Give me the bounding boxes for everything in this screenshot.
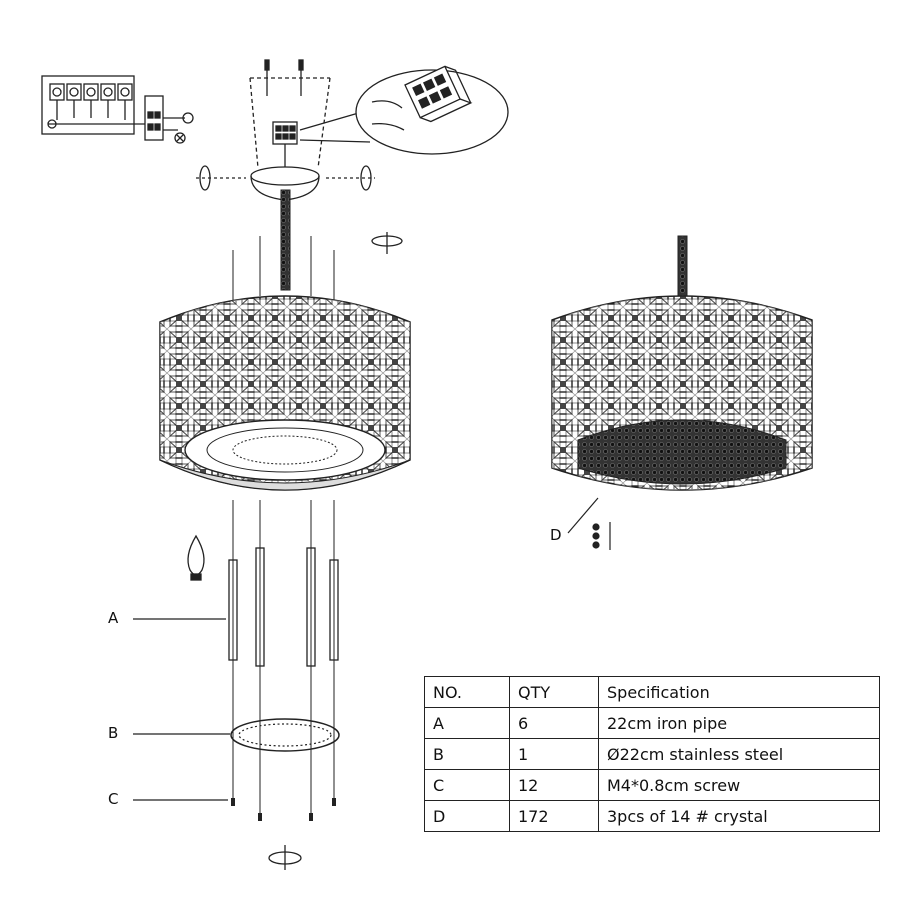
screws: [231, 798, 336, 821]
parts-table: NO. QTY Specification A 6 22cm iron pipe…: [424, 676, 880, 832]
ceiling-canopy: [196, 59, 509, 254]
steel-ring: [230, 718, 340, 752]
cell-qty: 1: [509, 738, 599, 770]
table-row: B 1 Ø22cm stainless steel: [424, 738, 880, 770]
table-row: A 6 22cm iron pipe: [424, 707, 880, 739]
cell-spec: M4*0.8cm screw: [598, 769, 880, 801]
cell-qty: 12: [509, 769, 599, 801]
header-specification: Specification: [598, 676, 880, 708]
terminal-block-icon: [49, 83, 133, 101]
cell-no: A: [424, 707, 510, 739]
cell-qty: 172: [509, 800, 599, 832]
cell-spec: Ø22cm stainless steel: [598, 738, 880, 770]
callout-b: B: [108, 724, 119, 742]
expansion-bolt-icon: [196, 165, 375, 191]
cell-no: C: [424, 769, 510, 801]
table-header-row: NO. QTY Specification: [424, 676, 880, 708]
cap-nut-icon: [371, 232, 403, 254]
assembled-fixture: [551, 235, 813, 491]
magnifier-bubble: [355, 65, 509, 155]
callout-a: A: [108, 609, 119, 627]
header-qty: QTY: [509, 676, 599, 708]
cell-qty: 6: [509, 707, 599, 739]
cell-spec: 22cm iron pipe: [598, 707, 880, 739]
bottom-finial-icon: [268, 845, 302, 870]
cell-no: D: [424, 800, 510, 832]
callout-d: D: [550, 526, 562, 544]
connector-block-icon: [272, 121, 298, 145]
crystal-strand-icon: [592, 522, 611, 550]
header-no: NO.: [424, 676, 510, 708]
guide-lines: [232, 500, 335, 815]
main-fixture: [159, 189, 411, 491]
table-row: D 172 3pcs of 14 # crystal: [424, 800, 880, 832]
cell-no: B: [424, 738, 510, 770]
bulb-icon: [187, 534, 205, 581]
cell-spec: 3pcs of 14 # crystal: [598, 800, 880, 832]
wiring-diagram: [41, 75, 194, 144]
leader-lines: [133, 497, 599, 801]
table-row: C 12 M4*0.8cm screw: [424, 769, 880, 801]
iron-pipes: [228, 547, 339, 667]
screw-icon: [264, 59, 304, 96]
callout-c: C: [108, 790, 119, 808]
